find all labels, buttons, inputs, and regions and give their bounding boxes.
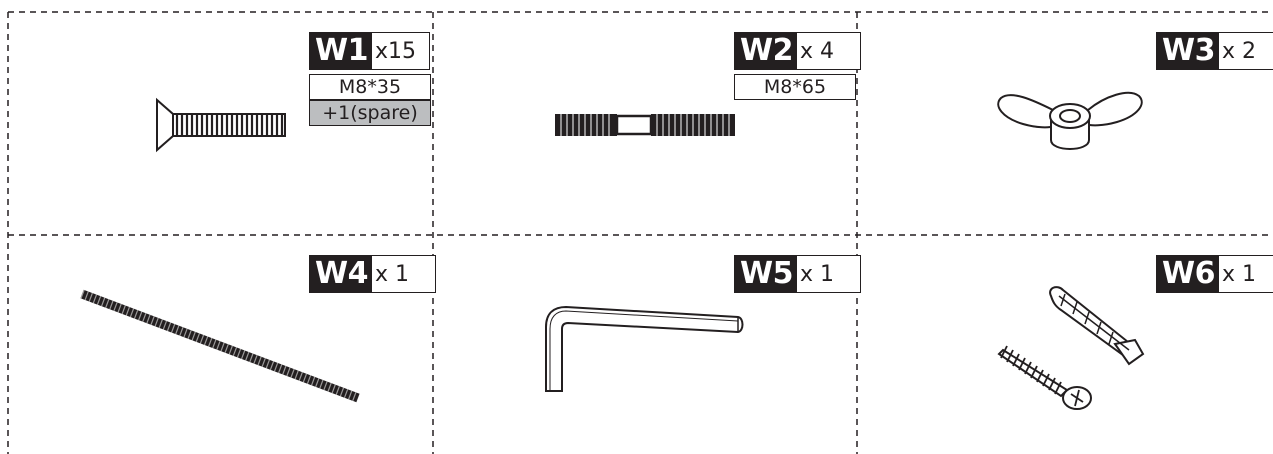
part-quantity: x 4 xyxy=(796,32,861,70)
part-spec: M8*65 xyxy=(734,74,856,100)
part-quantity: x15 xyxy=(371,32,430,70)
part-label-w1: W1 x15 xyxy=(309,32,430,70)
part-label-w4: W4 x 1 xyxy=(309,255,436,293)
part-label-w5: W5 x 1 xyxy=(734,255,861,293)
allen-key-icon xyxy=(545,305,744,392)
part-quantity: x 2 xyxy=(1218,32,1273,70)
countersunk-bolt-icon xyxy=(156,97,286,153)
part-quantity: x 1 xyxy=(796,255,861,293)
threaded-rod-icon xyxy=(80,289,360,403)
part-code: W4 xyxy=(309,255,372,293)
part-label-w3: W3 x 2 xyxy=(1156,32,1273,70)
wing-nut-icon xyxy=(997,91,1143,150)
threaded-stud-icon xyxy=(555,114,735,136)
part-code: W6 xyxy=(1156,255,1219,293)
part-label-w6: W6 x 1 xyxy=(1156,255,1273,293)
part-code: W5 xyxy=(734,255,797,293)
part-spec: M8*35 xyxy=(309,74,431,100)
part-quantity: x 1 xyxy=(1218,255,1273,293)
part-spare-note: +1(spare) xyxy=(309,100,431,126)
part-quantity: x 1 xyxy=(371,255,436,293)
part-label-w2: W2 x 4 xyxy=(734,32,861,70)
part-code: W2 xyxy=(734,32,797,70)
part-code: W3 xyxy=(1156,32,1219,70)
wall-plug-and-screw-icon xyxy=(997,286,1145,410)
part-code: W1 xyxy=(309,32,372,70)
